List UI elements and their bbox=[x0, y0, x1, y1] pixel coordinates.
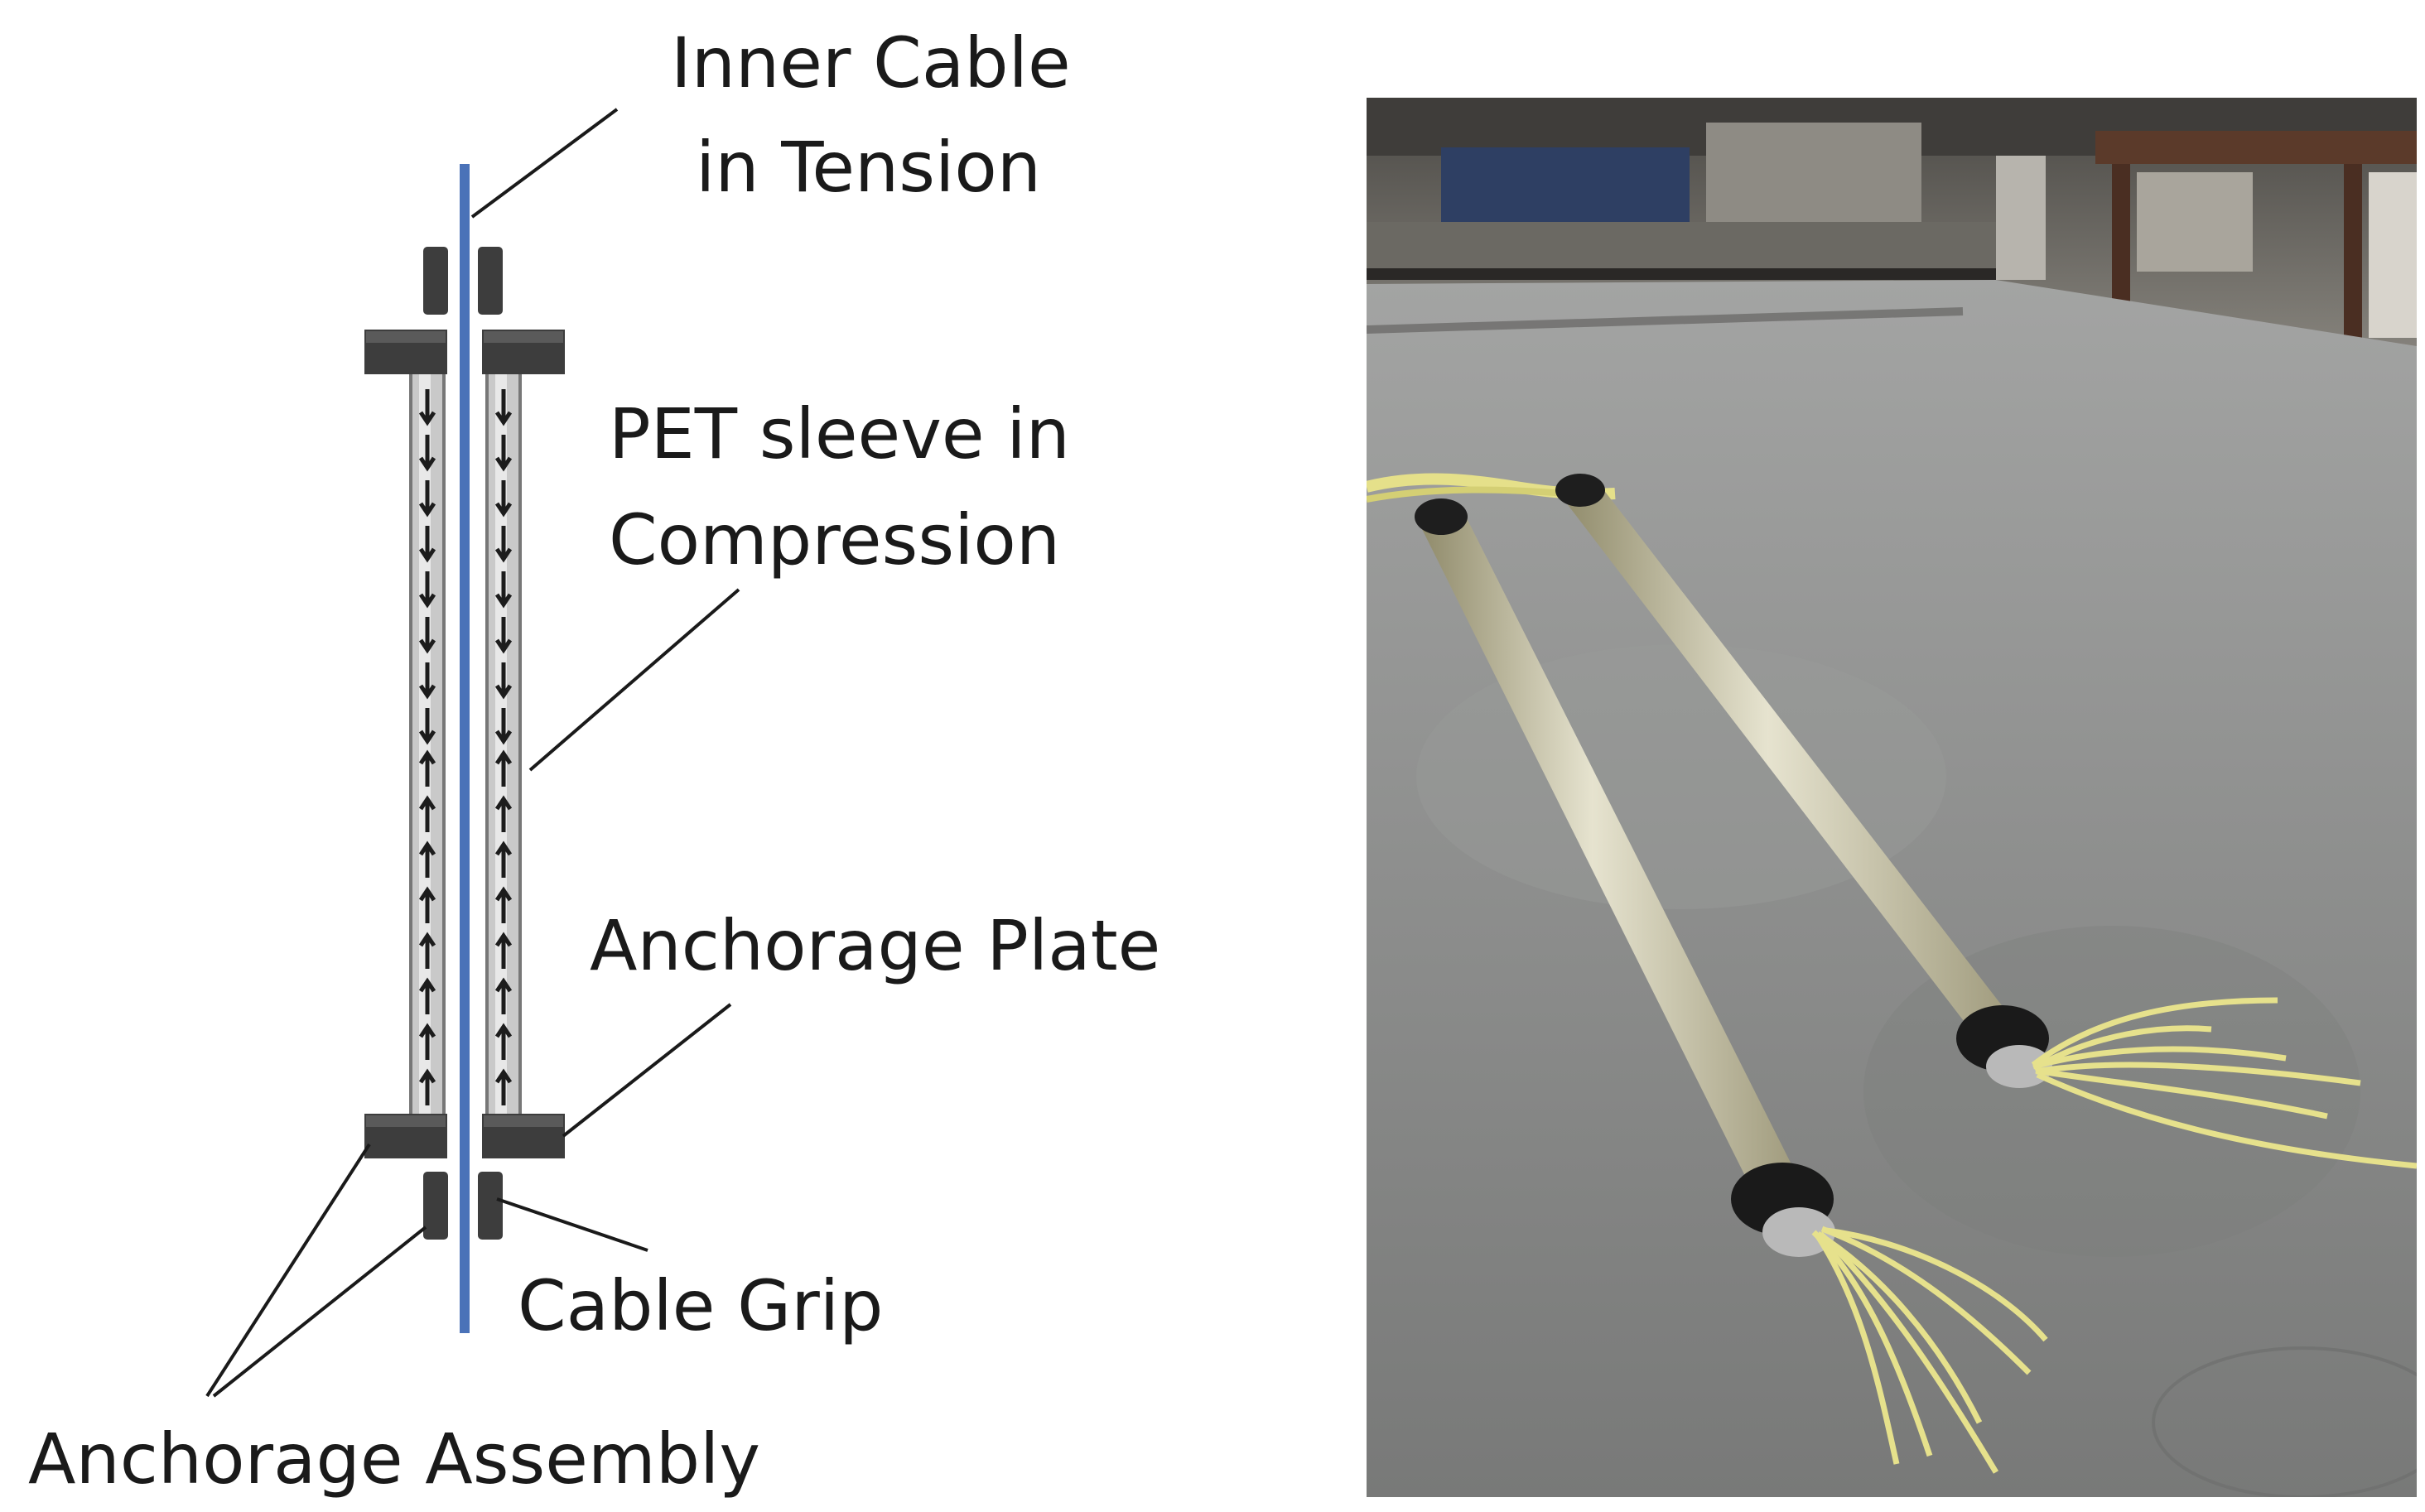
compression-arrow-right-3 bbox=[494, 526, 513, 563]
compression-arrow-right-12 bbox=[494, 932, 513, 969]
compression-arrow-left-15 bbox=[418, 1068, 436, 1105]
compression-arrow-left-14 bbox=[418, 1023, 436, 1060]
rod-anchor-bottom-left bbox=[1731, 1163, 1835, 1257]
specimen-rod-left bbox=[1420, 510, 1804, 1207]
compression-arrow-left-4 bbox=[418, 571, 436, 609]
compression-arrow-right-10 bbox=[494, 840, 513, 878]
compression-arrow-right-15 bbox=[494, 1068, 513, 1105]
specimen-rod-right bbox=[1560, 485, 2021, 1046]
cable-grip-top-left bbox=[423, 247, 448, 315]
leader-inner-cable bbox=[470, 108, 619, 219]
compression-arrow-right-4 bbox=[494, 571, 513, 609]
compression-arrow-left-10 bbox=[418, 840, 436, 878]
yellow-tassel-right bbox=[2031, 997, 2417, 1169]
compression-arrow-left-6 bbox=[418, 662, 436, 700]
specimen-photo bbox=[1367, 98, 2417, 1497]
label-pet-sleeve-line1: PET sleeve in bbox=[609, 393, 1070, 474]
compression-arrow-right-2 bbox=[494, 480, 513, 518]
compression-arrow-left-12 bbox=[418, 932, 436, 969]
leader-cable-grip bbox=[496, 1197, 648, 1252]
leader-pet-sleeve bbox=[528, 588, 740, 772]
compression-arrow-left-5 bbox=[418, 617, 436, 654]
label-pet-sleeve-line2: Compression bbox=[609, 499, 1061, 580]
cable-grip-bottom-right bbox=[478, 1172, 503, 1240]
compression-arrow-left-0 bbox=[418, 389, 436, 426]
rod-cap-top-left bbox=[1415, 498, 1468, 535]
compression-arrow-right-13 bbox=[494, 977, 513, 1014]
compression-arrow-right-9 bbox=[494, 795, 513, 832]
compression-arrows-left bbox=[418, 389, 436, 1105]
leader-assembly-grip bbox=[212, 1225, 427, 1398]
compression-arrow-left-9 bbox=[418, 795, 436, 832]
compression-arrow-right-0 bbox=[494, 389, 513, 426]
cable-grip-top-right bbox=[478, 247, 503, 315]
label-inner-cable-line1: Inner Cable bbox=[671, 22, 1071, 104]
compression-arrow-right-1 bbox=[494, 435, 513, 472]
compression-arrow-right-14 bbox=[494, 1023, 513, 1060]
compression-arrow-left-11 bbox=[418, 886, 436, 923]
compression-arrow-right-8 bbox=[494, 749, 513, 787]
compression-arrow-right-6 bbox=[494, 662, 513, 700]
label-cable-grip: Cable Grip bbox=[518, 1265, 884, 1346]
compression-arrow-left-7 bbox=[418, 708, 436, 745]
wooden-table bbox=[2095, 131, 2417, 164]
cable-grip-bottom-left bbox=[423, 1172, 448, 1240]
compression-arrow-left-13 bbox=[418, 977, 436, 1014]
compression-arrow-left-8 bbox=[418, 749, 436, 787]
yellow-tassel-left bbox=[1811, 1225, 2048, 1474]
label-anchorage-assembly: Anchorage Assembly bbox=[28, 1418, 761, 1500]
compression-arrow-right-11 bbox=[494, 886, 513, 923]
label-anchorage-plate: Anchorage Plate bbox=[590, 905, 1161, 986]
rod-anchor-bottom-right bbox=[1956, 1005, 2052, 1088]
leader-anchorage-plate bbox=[562, 1003, 732, 1138]
compression-arrow-left-3 bbox=[418, 526, 436, 563]
compression-arrows-right bbox=[494, 389, 513, 1105]
back-bench bbox=[1367, 222, 2013, 272]
schematic-diagram bbox=[205, 108, 740, 1398]
compression-arrow-left-2 bbox=[418, 480, 436, 518]
leader-lines bbox=[205, 108, 740, 1398]
rod-cap-top-right bbox=[1555, 474, 1605, 507]
label-inner-cable-line2: in Tension bbox=[696, 127, 1041, 208]
compression-arrow-right-7 bbox=[494, 708, 513, 745]
compression-arrow-right-5 bbox=[494, 617, 513, 654]
leader-assembly-plate bbox=[205, 1143, 371, 1398]
compression-arrow-left-1 bbox=[418, 435, 436, 472]
